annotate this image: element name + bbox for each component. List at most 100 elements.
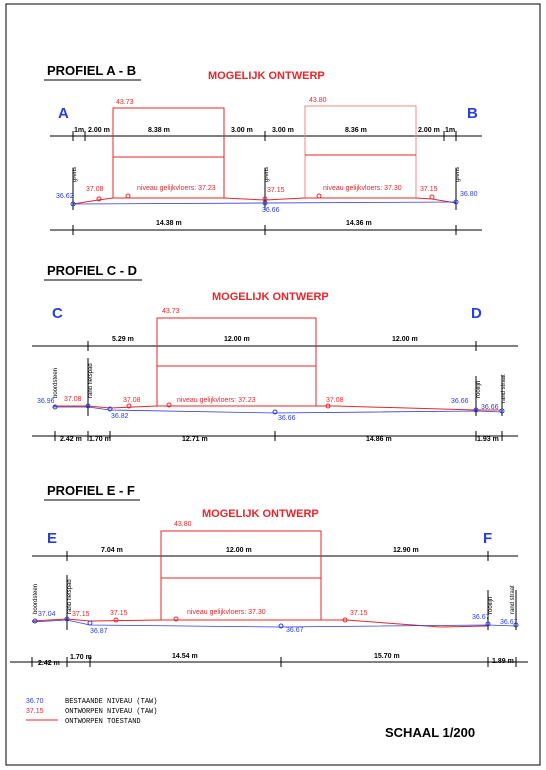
boundary-label: boordsteen [33,584,39,614]
boundary-label: rand straat [510,585,516,614]
profile-ef-title: PROFIEL E - F [47,483,135,498]
existing-level: 36.82 [111,413,129,420]
design-level: 37.15 [72,611,90,618]
design-level: 37.08 [64,396,82,403]
height-label: 43.73 [116,99,134,106]
section-letter-c: C [52,305,63,322]
legend-text: BESTAANDE NIVEAU (TAW) [65,698,157,706]
top-dimension-labels: 1m 2.00 m 8.38 m 3.00 m 3.00 m 8.36 m 2.… [74,127,455,134]
building [156,317,317,406]
dim-label: 2.42 m [38,660,60,667]
design-label: MOGELIJK ONTWERP [202,508,319,520]
floor-level-label: niveau gelijkvloers: 37.23 [137,185,216,192]
height-label: 43.80 [309,97,327,104]
dim-label: 7.04 m [101,547,123,554]
dim-label: 2.00 m [88,127,110,134]
dim-label: 12.00 m [392,336,418,343]
existing-level: 36.67 [286,627,304,634]
dim-label: 3.00 m [231,127,253,134]
level-points [32,616,519,629]
legend-text: ONTWORPEN TOESTAND [65,718,141,726]
boundary-label: grens [72,167,78,182]
design-level: 37.15 [420,186,438,193]
boundary-labels: boordsteen rand fietspad rooilijn rand s… [33,579,516,614]
section-letter-b: B [467,105,478,122]
existing-level: 36.87 [90,628,108,635]
dim-label: 14.54 m [172,653,198,660]
building [160,530,322,620]
dim-label: 12.71 m [182,436,208,443]
top-dimension-labels: 7.04 m 12.00 m 12.90 m [101,547,419,554]
floor-level-label: niveau gelijkvloers: 37.23 [177,397,256,404]
dim-label: 14.38 m [156,220,182,227]
dim-label: 1m [74,127,84,134]
design-label: MOGELIJK ONTWERP [212,291,329,303]
profile-ab: PROFIEL A - B MOGELIJK ONTWERP A B 1m 2.… [44,63,482,235]
profile-ef: PROFIEL E - F MOGELIJK ONTWERP E F 7.04 … [10,483,528,667]
level-labels: 36.96 37.08 36.82 37.08 36.66 37.08 36.6… [37,396,499,422]
design-level: 37.08 [123,397,141,404]
existing-level: 36.66 [451,398,469,405]
design-label: MOGELIJK ONTWERP [208,70,325,82]
bottom-dimension-labels: 2.42 m 1.70 m 12.71 m 14.86 m 1.93 m [60,436,499,443]
boundary-labels: grens grens grens [72,167,461,182]
floor-level-label: niveau gelijkvloers: 37.30 [187,609,266,616]
dim-label: 2.00 m [418,127,440,134]
floor-level-label: niveau gelijkvloers: 37.30 [323,185,402,192]
section-letter-e: E [47,530,57,547]
profile-cd: PROFIEL C - D MOGELIJK ONTWERP C D 5.29 … [32,263,518,443]
profile-ab-title: PROFIEL A - B [47,63,136,78]
legend-value: 36.70 [26,698,44,705]
level-points [52,402,505,415]
boundary-label: rooilijn [476,381,482,398]
dim-label: 12.00 m [226,547,252,554]
existing-level: 36.67 [472,614,490,621]
boundary-label: boordsteen [53,368,59,398]
boundary-label: rooilijn [488,597,494,614]
existing-level: 36.62 [56,193,74,200]
boundary-label: grens [455,167,461,182]
existing-level: 36.96 [37,398,55,405]
dim-label: 1m [445,127,455,134]
sheet-frame [5,3,541,766]
dim-label: 14.86 m [366,436,392,443]
design-level: 37.15 [267,187,285,194]
bottom-dimension-labels: 2.42 m 1.70 m 14.54 m 15.70 m 1.89 m [38,653,514,667]
dim-label: 1.70 m [89,436,111,443]
dim-label: 1.89 m [492,658,514,665]
dim-label: 14.36 m [346,220,372,227]
profile-cd-title: PROFIEL C - D [47,263,137,278]
section-letter-f: F [483,530,492,547]
height-label: 43.80 [174,521,192,528]
design-level: 37.15 [350,610,368,617]
level-points [70,193,459,207]
scale-label: SCHAAL 1/200 [385,725,475,740]
dim-label: 15.70 m [374,653,400,660]
dim-label: 5.29 m [112,336,134,343]
design-level: 37.15 [110,610,128,617]
dim-label: 3.00 m [272,127,294,134]
boundary-label: rand straat [501,374,507,403]
section-letter-a: A [58,105,69,122]
existing-level: 36.66 [481,404,499,411]
section-letter-d: D [471,305,482,322]
dim-label: 8.38 m [148,127,170,134]
level-labels: 36.62 37.08 37.15 36.66 37.15 36.80 nive… [56,185,478,214]
existing-level: 37.04 [38,611,56,618]
existing-terrain-line [31,619,517,628]
legend: 36.70 BESTAANDE NIVEAU (TAW) 37.15 ONTWO… [26,698,157,726]
boundary-label: grens [264,167,270,182]
height-label: 43.73 [162,308,180,315]
boundary-labels: boordsteen rand fietspad rooilijn rand s… [53,363,507,403]
design-terrain-line [53,405,500,411]
dim-label: 1.70 m [70,654,92,661]
building-left [112,107,225,198]
level-labels: 37.04 37.15 36.87 37.15 36.67 37.15 36.6… [38,609,518,635]
design-level: 37.08 [86,186,104,193]
existing-terrain-line [53,406,503,414]
dim-label: 2.42 m [60,436,82,443]
building-right [304,105,417,198]
existing-level: 36.80 [460,191,478,198]
